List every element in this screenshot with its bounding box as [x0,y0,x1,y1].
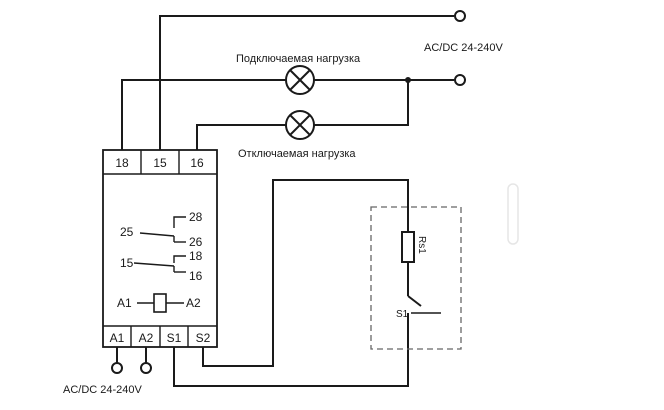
power-terminal-a2 [140,362,152,374]
terminal-a2: A2 [139,331,154,345]
load-disconnected-wire-left [196,124,286,150]
contact-15-label: 15 [120,256,134,270]
power-terminal-top-1 [454,10,466,22]
s2-wire [202,179,409,367]
load-disconnected-wire-right [314,80,409,126]
terminal-15: 15 [153,156,167,170]
sensor-switch: S1 [396,262,441,325]
lamp-icon [285,65,315,95]
sensor-enclosure [370,206,462,350]
terminal-16: 16 [190,156,204,170]
load-connected-label: Подключаемая нагрузка [236,53,361,65]
relay-coil: A1 A2 [117,293,201,313]
contact-16-label: 16 [189,269,203,283]
power-supply-top: AC/DC 24-240V [159,10,504,150]
coil-a2-label: A2 [186,296,201,310]
coil-a1-label: A1 [117,296,132,310]
contact-group-25: 28 25 26 [120,210,203,249]
power-supply-bottom: AC/DC 24-240V [63,347,152,396]
control-circuit: Rs1 S1 [173,179,462,387]
contact-group-15: 18 15 16 [120,249,203,283]
power-label-top: AC/DC 24-240V [424,42,504,54]
switch-icon [407,295,422,307]
s1-wire [173,325,409,387]
contact-26-label: 26 [189,235,203,249]
terminal-s2: S2 [196,331,211,345]
phase-wire [159,15,454,150]
power-label-bottom: AC/DC 24-240V [63,384,143,396]
contact-28-label: 28 [189,210,203,224]
power-terminal-a1 [111,362,123,374]
terminal-a1: A1 [110,331,125,345]
relay-module: 18 15 16 A1 A2 S1 S2 28 25 26 18 15 [102,149,218,348]
scrollbar-track[interactable] [507,183,519,245]
power-terminal-top-2 [454,74,466,86]
contact-18-label: 18 [189,249,203,263]
load-connected: Подключаемая нагрузка [121,53,408,150]
terminal-s1: S1 [167,331,182,345]
resistor-label: Rs1 [416,236,427,254]
load-disconnected: Отключаемая нагрузка [196,77,411,160]
load-connected-wire-left [121,79,286,150]
junction-dot [405,77,411,83]
resistor-icon [401,231,415,263]
sensor-resistor: Rs1 [401,231,427,263]
switch-label: S1 [396,309,409,320]
lamp-icon [285,110,315,140]
contact-25-label: 25 [120,225,134,239]
terminal-18: 18 [115,156,129,170]
load-disconnected-label: Отключаемая нагрузка [238,148,356,160]
coil-icon [153,293,167,313]
